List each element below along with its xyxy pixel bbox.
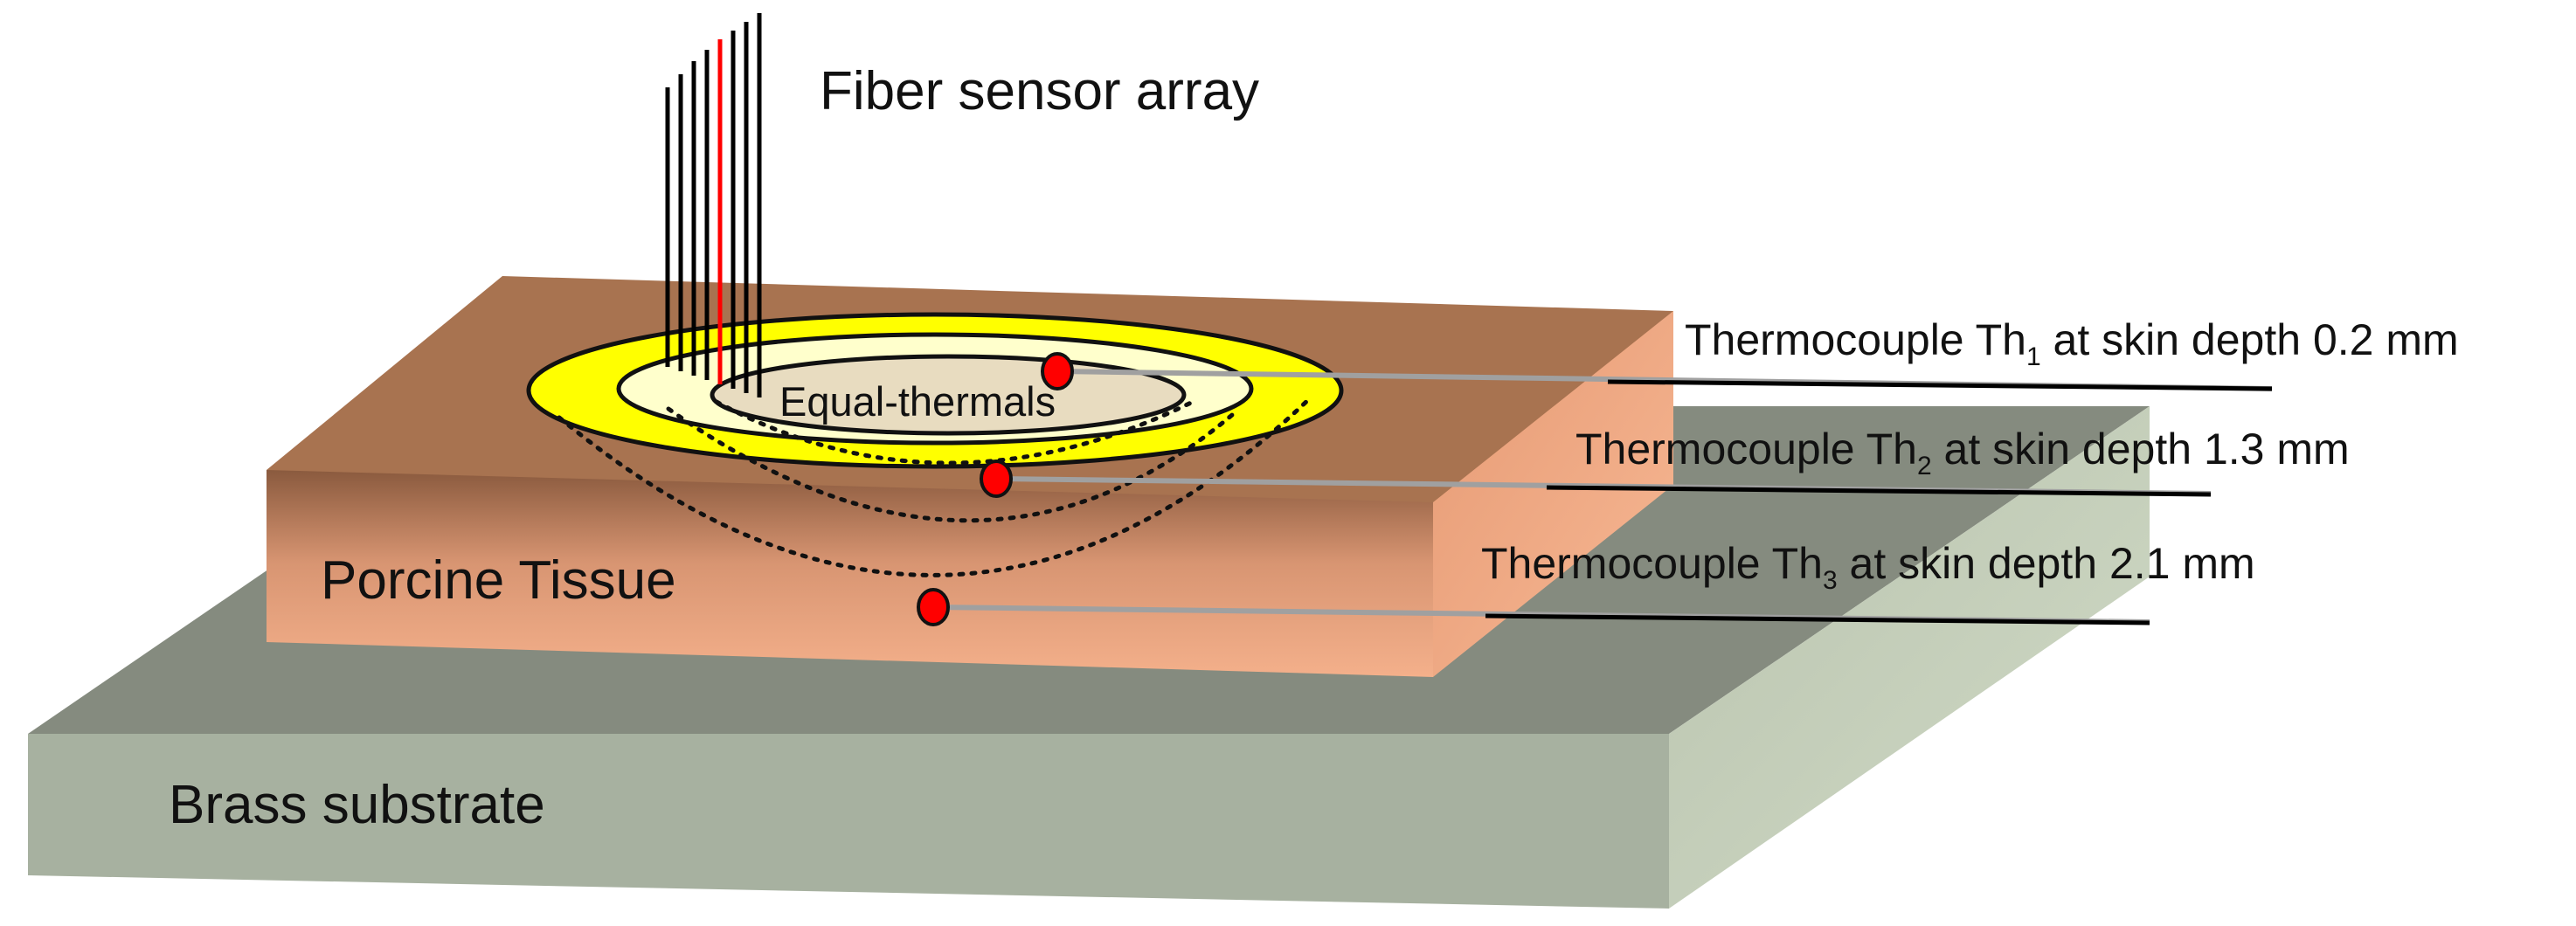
thermocouple-label-suffix: at skin depth 2.1 mm [1838,539,2255,588]
thermocouple-sensors [917,352,1074,626]
thermocouple-leads [932,369,2273,625]
sensor-dot-th3 [917,588,950,626]
brass-substrate-label: Brass substrate [169,775,545,835]
brass-side-face [1669,406,2150,909]
depth-contours [557,395,1313,577]
label-underline-th1 [1607,379,2273,391]
thermocouple-label-suffix: at skin depth 1.3 mm [1932,425,2350,473]
thermocouple-label-th3: Thermocouple Th3 at skin depth 2.1 mm [1481,539,2255,595]
thermocouple-label-th2: Thermocouple Th2 at skin depth 1.3 mm [1575,425,2350,480]
thermocouple-label-th1: Thermocouple Th1 at skin depth 0.2 mm [1685,315,2459,371]
thermocouple-label-prefix: Thermocouple Th [1575,425,1917,473]
thermocouple-label-prefix: Thermocouple Th [1685,315,2026,364]
thermocouple-label-prefix: Thermocouple Th [1481,539,1823,588]
thermocouple-label-index: 1 [2026,342,2041,371]
brass-front-face [28,734,1669,909]
tissue-side-face [1433,311,1673,677]
thermocouple-label-suffix: at skin depth 0.2 mm [2041,315,2459,364]
tissue-front-face [267,470,1433,677]
fiber-array-label: Fiber sensor array [820,61,1259,121]
equal-thermals-label: Equal-thermals [779,378,1056,425]
depth-contour-2 [666,406,1235,523]
sensor-dot-th1 [1041,352,1074,390]
thermocouple-label-index: 2 [1917,452,1932,480]
thermocouple-label-index: 3 [1823,566,1838,595]
sensor-dot-th2 [980,460,1013,498]
label-underline-th3 [1485,613,2150,625]
fiber-sensor-array [665,13,762,397]
porcine-tissue-label: Porcine Tissue [321,550,676,611]
depth-contour-3 [557,395,1313,577]
label-underline-th2 [1546,485,2212,497]
depth-contour-1 [714,399,1195,466]
